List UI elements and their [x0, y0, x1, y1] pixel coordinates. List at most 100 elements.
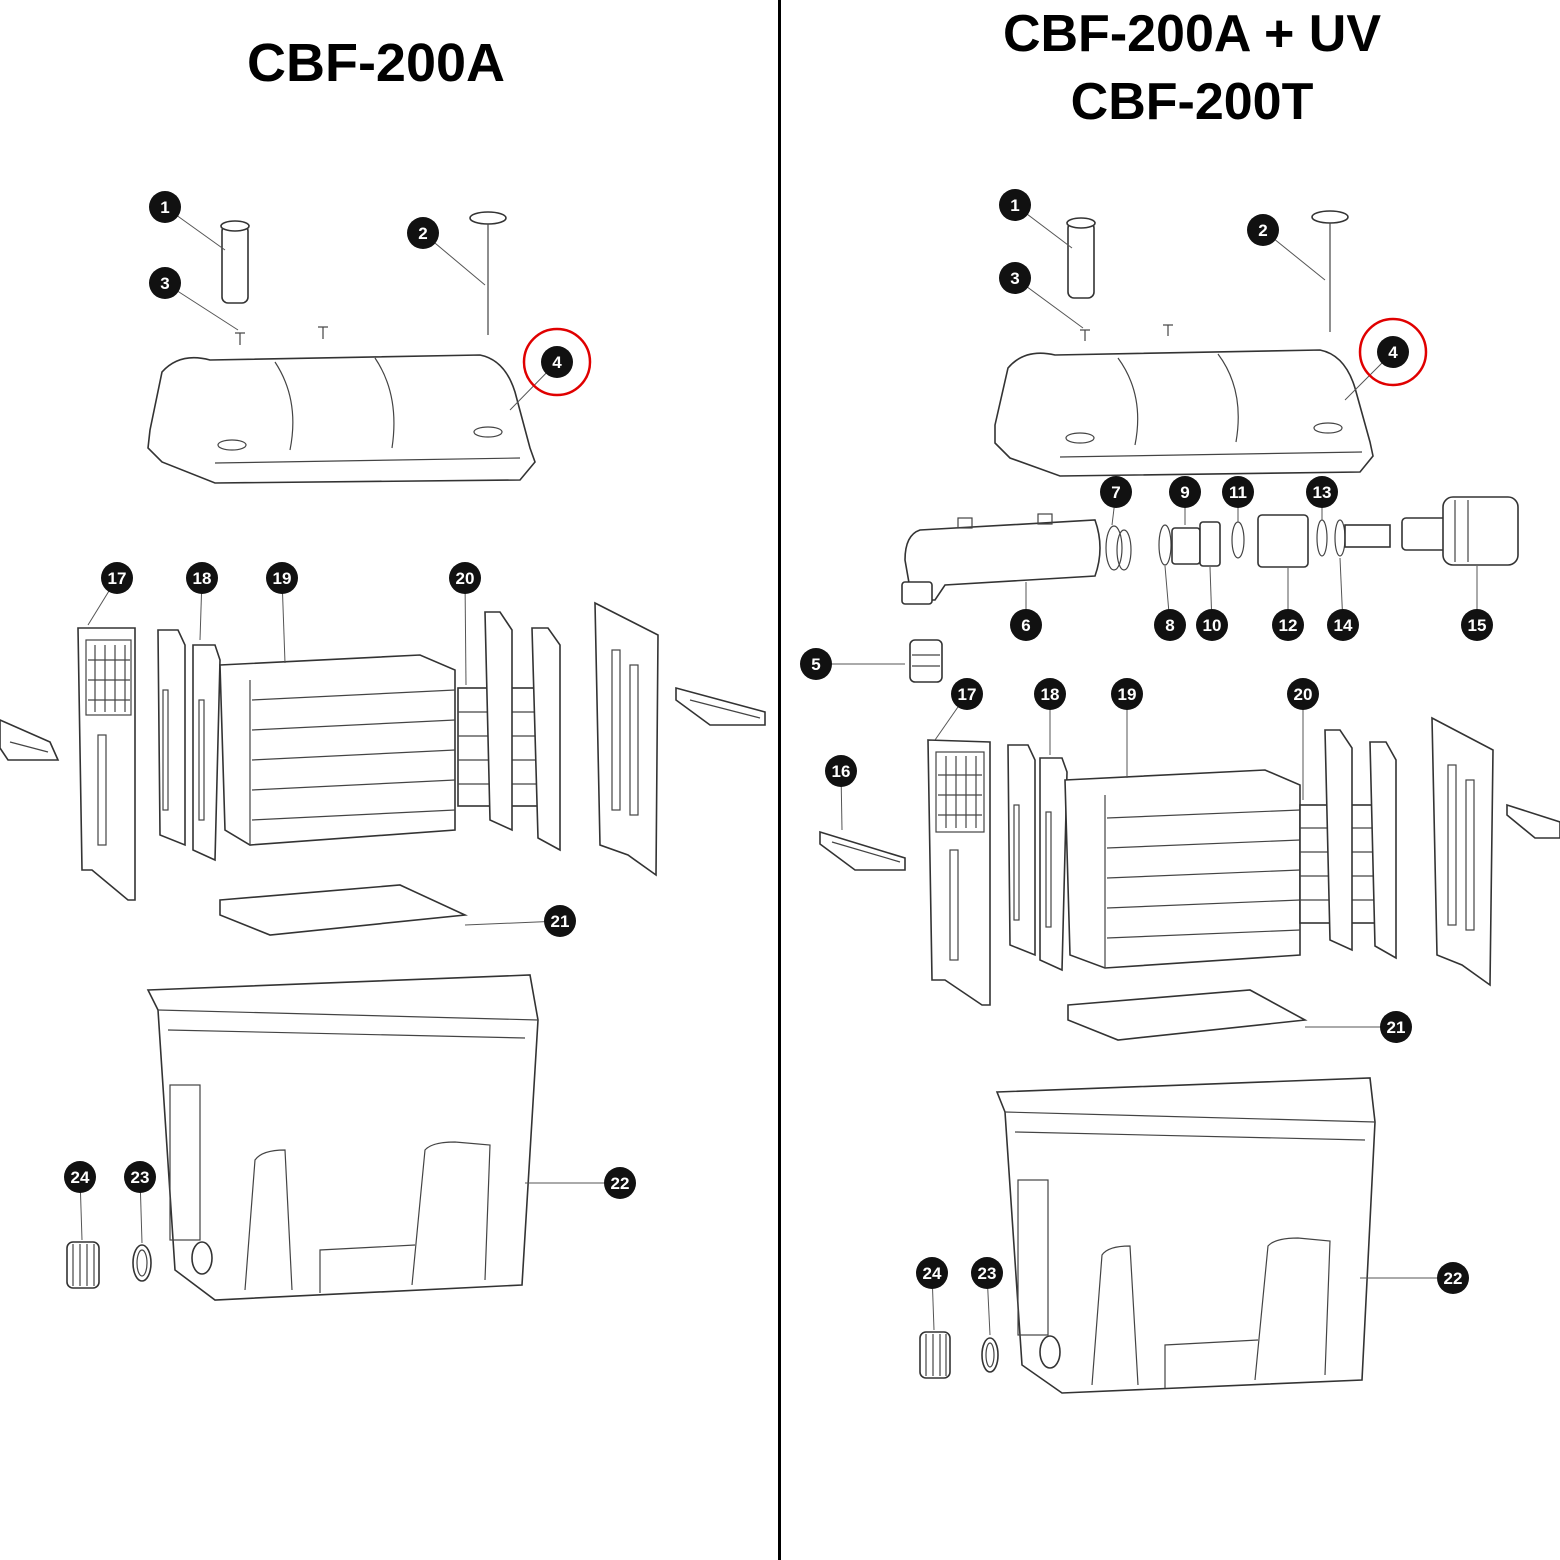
part-right-plate: [1431, 716, 1494, 987]
callout-number-20: 20: [456, 569, 475, 588]
callout-badge-21: [544, 905, 576, 937]
part-inlet-tube: [1066, 217, 1096, 299]
callout-badge-22: [604, 1167, 636, 1199]
callout-number-6: 6: [1021, 616, 1030, 635]
callout-number-4: 4: [552, 353, 562, 372]
part-sponge-pad: [219, 884, 468, 936]
callout-badge-18: [1034, 678, 1066, 710]
part-screws: [1080, 324, 1173, 341]
part-filter-tray-left: [819, 830, 906, 871]
part-screws: [235, 326, 328, 345]
callout-number-17: 17: [958, 685, 977, 704]
part-inlet-tube: [220, 220, 250, 304]
callout-number-14: 14: [1334, 616, 1353, 635]
callout-badge-13: [1306, 476, 1338, 508]
part-lid: [994, 349, 1374, 477]
callout-badge-11: [1222, 476, 1254, 508]
part-bio-block: [219, 654, 456, 846]
left-title: CBF-200A: [246, 33, 506, 93]
callout-number-24: 24: [71, 1168, 90, 1187]
callout-number-24: 24: [923, 1264, 942, 1283]
part-housing: [995, 1077, 1376, 1394]
callout-number-16: 16: [832, 762, 851, 781]
part-left-plate: [77, 627, 136, 901]
callout-number-2: 2: [418, 224, 427, 243]
callout-number-15: 15: [1468, 616, 1487, 635]
callout-badge-5: [800, 648, 832, 680]
callout-number-3: 3: [160, 274, 169, 293]
callout-number-8: 8: [1165, 616, 1174, 635]
callout-number-12: 12: [1279, 616, 1298, 635]
callout-badge-2: [1247, 214, 1279, 246]
callout-number-21: 21: [551, 912, 570, 931]
leader-line-20: [464, 577, 467, 686]
panel-divider: [778, 0, 781, 1560]
callout-badge-6: [1010, 609, 1042, 641]
callout-number-9: 9: [1180, 483, 1189, 502]
right-title-line-2: CBF-200T: [1070, 73, 1314, 131]
callout-number-5: 5: [811, 655, 820, 674]
callout-badge-2: [407, 217, 439, 249]
left-diagram: [0, 211, 766, 1301]
callout-number-2: 2: [1258, 221, 1267, 240]
callout-number-4: 4: [1388, 343, 1398, 362]
part-drain-cap: [919, 1331, 951, 1379]
part-filter-tray-right: [675, 686, 766, 726]
part-bio-block: [1064, 769, 1301, 969]
callout-badge-1: [999, 189, 1031, 221]
callout-badge-3: [999, 262, 1031, 294]
part-right-plate: [594, 601, 659, 877]
callout-number-19: 19: [1118, 685, 1137, 704]
callout-badge-8: [1154, 609, 1186, 641]
part-filter-tray-left: [0, 719, 60, 761]
highlight-ring-4: [1358, 317, 1428, 387]
callout-number-19: 19: [273, 569, 292, 588]
callout-badge-4: [1377, 336, 1409, 368]
callout-badge-22: [1437, 1262, 1469, 1294]
part-indicator-rod: [1311, 210, 1349, 332]
callout-badge-7: [1100, 476, 1132, 508]
callout-badge-16: [825, 755, 857, 787]
callout-number-3: 3: [1010, 269, 1019, 288]
part-filter-tray-right: [1506, 803, 1560, 839]
callout-number-23: 23: [978, 1264, 997, 1283]
callout-badge-15: [1461, 609, 1493, 641]
callout-badge-17: [101, 562, 133, 594]
callout-badge-9: [1169, 476, 1201, 508]
callout-badge-21: [1380, 1011, 1412, 1043]
part-connector: [909, 639, 943, 683]
callout-number-11: 11: [1229, 483, 1247, 502]
highlight-ring-4: [522, 327, 592, 397]
callout-badge-3: [149, 267, 181, 299]
callout-badge-23: [971, 1257, 1003, 1289]
part-sponge-pad: [1067, 989, 1308, 1041]
callout-number-20: 20: [1294, 685, 1313, 704]
callout-badge-4: [541, 346, 573, 378]
right-diagram: [819, 210, 1560, 1394]
callout-number-1: 1: [160, 198, 169, 217]
part-housing: [146, 974, 539, 1301]
callout-number-22: 22: [611, 1174, 630, 1193]
callout-number-10: 10: [1203, 616, 1222, 635]
right-title-line-1: CBF-200A + UV: [1002, 5, 1382, 63]
part-o-ring: [132, 1244, 152, 1282]
callout-badge-1: [149, 191, 181, 223]
part-media-frame: [1299, 729, 1397, 960]
part-uv-fittings: [1105, 496, 1519, 571]
callout-number-13: 13: [1313, 483, 1332, 502]
callout-badge-19: [266, 562, 298, 594]
callout-badge-18: [186, 562, 218, 594]
part-indicator-rod: [469, 211, 507, 335]
callout-number-17: 17: [108, 569, 127, 588]
callout-badge-23: [124, 1161, 156, 1193]
callout-number-7: 7: [1111, 483, 1120, 502]
callout-badge-24: [916, 1257, 948, 1289]
callout-badge-17: [951, 678, 983, 710]
callout-number-1: 1: [1010, 196, 1019, 215]
callout-badge-20: [1287, 678, 1319, 710]
callout-badge-19: [1111, 678, 1143, 710]
part-o-ring: [981, 1337, 999, 1373]
